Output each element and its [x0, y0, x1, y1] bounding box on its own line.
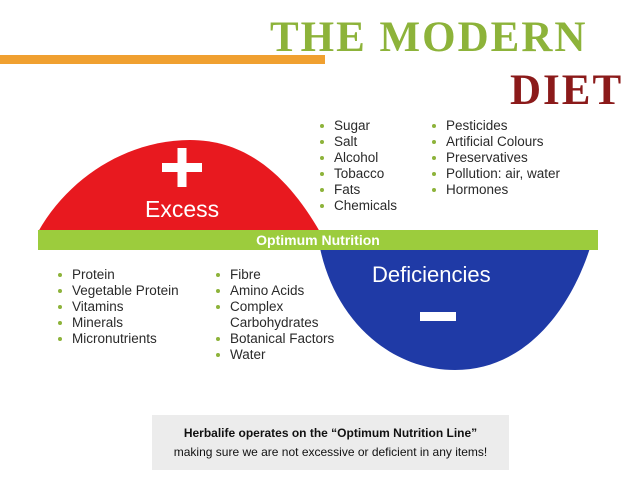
list-item: Vegetable Protein — [56, 283, 179, 299]
list-item: Pollution: air, water — [430, 166, 560, 182]
list-item: Protein — [56, 267, 179, 283]
excess-label: Excess — [145, 196, 220, 222]
optimum-nutrition-line — [38, 230, 598, 250]
minus-icon — [420, 312, 456, 321]
list-item: Botanical Factors — [214, 331, 334, 347]
optimum-nutrition-label: Optimum Nutrition — [256, 232, 380, 248]
accent-bar — [0, 55, 325, 64]
list-item: Salt — [318, 134, 397, 150]
caption-headline: Herbalife operates on the “Optimum Nutri… — [183, 426, 478, 440]
excess-list-secondary: Pesticides Artificial Colours Preservati… — [430, 118, 560, 198]
list-item: Fats — [318, 182, 397, 198]
list-item: Amino Acids — [214, 283, 334, 299]
list-item: Sugar — [318, 118, 397, 134]
caption-box: Herbalife operates on the “Optimum Nutri… — [152, 415, 509, 470]
list-item: Minerals — [56, 315, 179, 331]
list-item: Chemicals — [318, 198, 397, 214]
list-item: Preservatives — [430, 150, 560, 166]
list-item: Complex Carbohydrates — [214, 299, 334, 331]
plus-icon — [162, 148, 202, 187]
list-item: Alcohol — [318, 150, 397, 166]
list-item: Vitamins — [56, 299, 179, 315]
deficiencies-bowl — [320, 248, 590, 370]
list-item: Pesticides — [430, 118, 560, 134]
list-item: Water — [214, 347, 334, 363]
list-item: Hormones — [430, 182, 560, 198]
list-item: Micronutrients — [56, 331, 179, 347]
list-item: Artificial Colours — [430, 134, 560, 150]
deficiencies-label: Deficiencies — [372, 262, 491, 287]
deficiencies-list-secondary: Fibre Amino Acids Complex Carbohydrates … — [214, 267, 334, 363]
excess-list-primary: Sugar Salt Alcohol Tobacco Fats Chemical… — [318, 118, 397, 214]
page-title-line-2: DIET — [510, 67, 624, 114]
list-item: Fibre — [214, 267, 334, 283]
page-title-line-1: THE MODERN — [270, 14, 588, 61]
deficiencies-list-primary: Protein Vegetable Protein Vitamins Miner… — [56, 267, 179, 347]
caption-subline: making sure we are not excessive or defi… — [173, 445, 488, 459]
list-item: Tobacco — [318, 166, 397, 182]
